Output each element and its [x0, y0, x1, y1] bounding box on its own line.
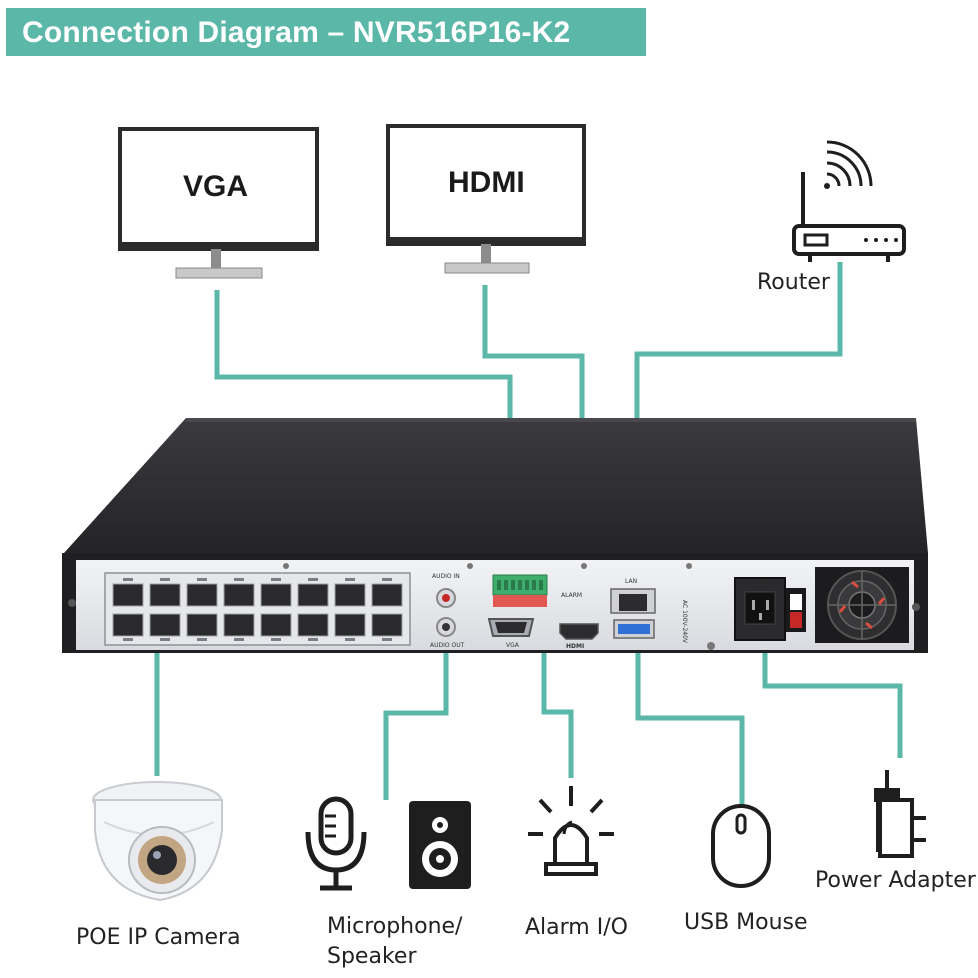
alarm-terminal — [492, 574, 548, 607]
alarm-label: Alarm I/O — [525, 915, 628, 940]
usb-cable — [635, 640, 745, 808]
hdmi-port-label: HDMI — [566, 643, 585, 650]
microphone-icon — [305, 796, 367, 891]
alarm-icon — [528, 786, 614, 876]
audio-jacks — [436, 588, 456, 637]
hdmi-monitor — [386, 124, 586, 274]
lan-port-label: LAN — [625, 578, 638, 585]
mouse-label: USB Mouse — [684, 910, 808, 935]
camera-icon — [92, 781, 223, 902]
alarm-cable — [541, 610, 574, 778]
poe-ports — [112, 583, 403, 637]
power-adapter-icon — [874, 770, 926, 858]
power-switch — [786, 588, 806, 632]
mouse-icon — [711, 804, 771, 888]
audio-out-label: AUDIO OUT — [430, 642, 465, 649]
microphone-label-line1: Microphone/ — [327, 914, 463, 939]
microphone-label-line2: Speaker — [327, 944, 417, 969]
audio-in-label: AUDIO IN — [432, 573, 460, 580]
vga-port — [487, 618, 535, 637]
audio-cable — [383, 632, 449, 800]
power-adapter-label: Power Adapter — [815, 868, 976, 893]
camera-label: POE IP Camera — [76, 925, 241, 950]
title-banner: Connection Diagram – NVR516P16-K2 — [6, 8, 646, 56]
cooling-fan — [815, 567, 909, 643]
power-inlet — [734, 577, 786, 641]
speaker-icon — [409, 801, 471, 889]
hdmi-monitor-label: HDMI — [448, 166, 525, 199]
vga-monitor-label: VGA — [183, 170, 249, 203]
alarm-port-label: ALARM — [561, 592, 583, 599]
router-label: Router — [757, 270, 830, 295]
power-cable — [762, 628, 903, 758]
usb-port — [613, 619, 655, 639]
nvr-recorder — [62, 418, 928, 653]
vga-monitor — [118, 127, 319, 279]
router-icon — [792, 140, 906, 262]
vga-port-label: VGA — [506, 642, 519, 649]
lan-port — [610, 588, 656, 614]
diagram-title: Connection Diagram – NVR516P16-K2 — [22, 16, 571, 49]
hdmi-port — [559, 623, 599, 640]
power-rating-label: AC 100V-240V — [681, 600, 688, 644]
